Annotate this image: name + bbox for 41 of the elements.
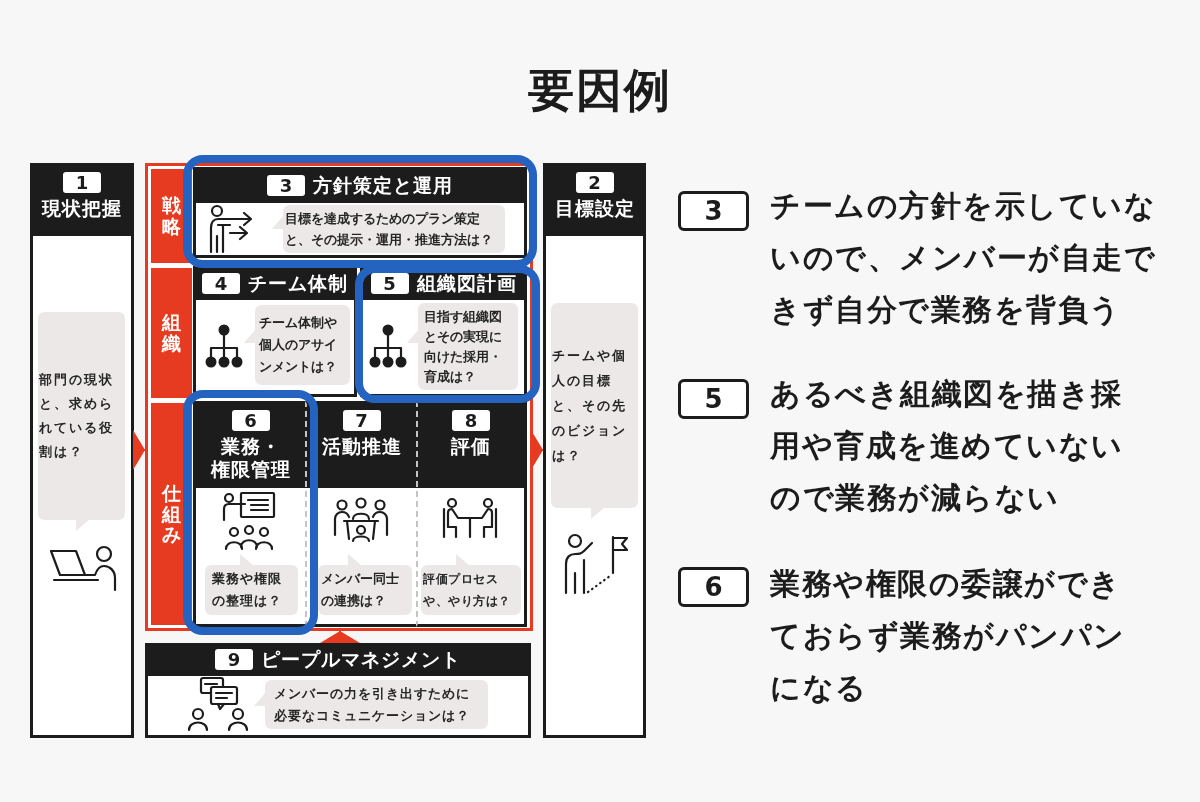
flow-arrow bbox=[531, 430, 544, 470]
number-box: 5 bbox=[678, 379, 749, 419]
number-badge: 2 bbox=[575, 172, 614, 193]
card-panel bbox=[305, 401, 416, 627]
card-title: 評価 bbox=[451, 435, 491, 458]
number-badge: 8 bbox=[452, 410, 490, 431]
diagram-title: 要因例 bbox=[528, 62, 672, 118]
card-panel bbox=[193, 167, 527, 258]
card-panel bbox=[193, 401, 305, 627]
flow-arrow bbox=[133, 430, 146, 470]
row-label: 戦略 bbox=[162, 195, 181, 237]
description-text: チームの方針を示していないので、メンバーが自走できず自分で業務を背負う bbox=[770, 187, 1157, 329]
number-badge: 3 bbox=[267, 174, 305, 196]
number-box: 3 bbox=[678, 191, 749, 231]
number-badge: 9 bbox=[215, 649, 253, 670]
row-label: 仕組み bbox=[162, 482, 181, 546]
card-title: 目標設定 bbox=[554, 197, 635, 220]
card-title: 組織図計画 bbox=[416, 271, 517, 295]
number-badge: 5 bbox=[370, 272, 409, 294]
card-title: チーム体制 bbox=[248, 271, 348, 295]
description-text: あるべき組織図を描き採用や育成を進めていないので業務が減らない bbox=[770, 375, 1125, 517]
card-panel bbox=[30, 163, 134, 738]
description-text: 業務や権限の委譲ができておらず業務がパンパンになる bbox=[770, 565, 1127, 707]
number-badge: 4 bbox=[202, 272, 240, 294]
card-title: 現状把握 bbox=[42, 197, 122, 220]
row-band bbox=[151, 268, 192, 398]
number-badge: 7 bbox=[342, 410, 381, 431]
card-title: 方針策定と運用 bbox=[313, 173, 453, 197]
number-box: 6 bbox=[678, 567, 749, 607]
card-panel bbox=[193, 266, 357, 397]
card-title: ピープルマネジメント bbox=[261, 648, 461, 671]
card-panel bbox=[416, 401, 527, 627]
card-panel bbox=[543, 163, 646, 738]
card-title: 活動推進 bbox=[321, 435, 402, 458]
flow-arrow bbox=[320, 630, 360, 644]
row-label: 組織 bbox=[162, 312, 181, 354]
number-badge: 6 bbox=[231, 410, 270, 431]
section-frame bbox=[145, 163, 533, 631]
card-panel bbox=[145, 643, 531, 738]
card-title: 業務・権限管理 bbox=[209, 435, 292, 481]
number-badge: 1 bbox=[63, 172, 101, 193]
